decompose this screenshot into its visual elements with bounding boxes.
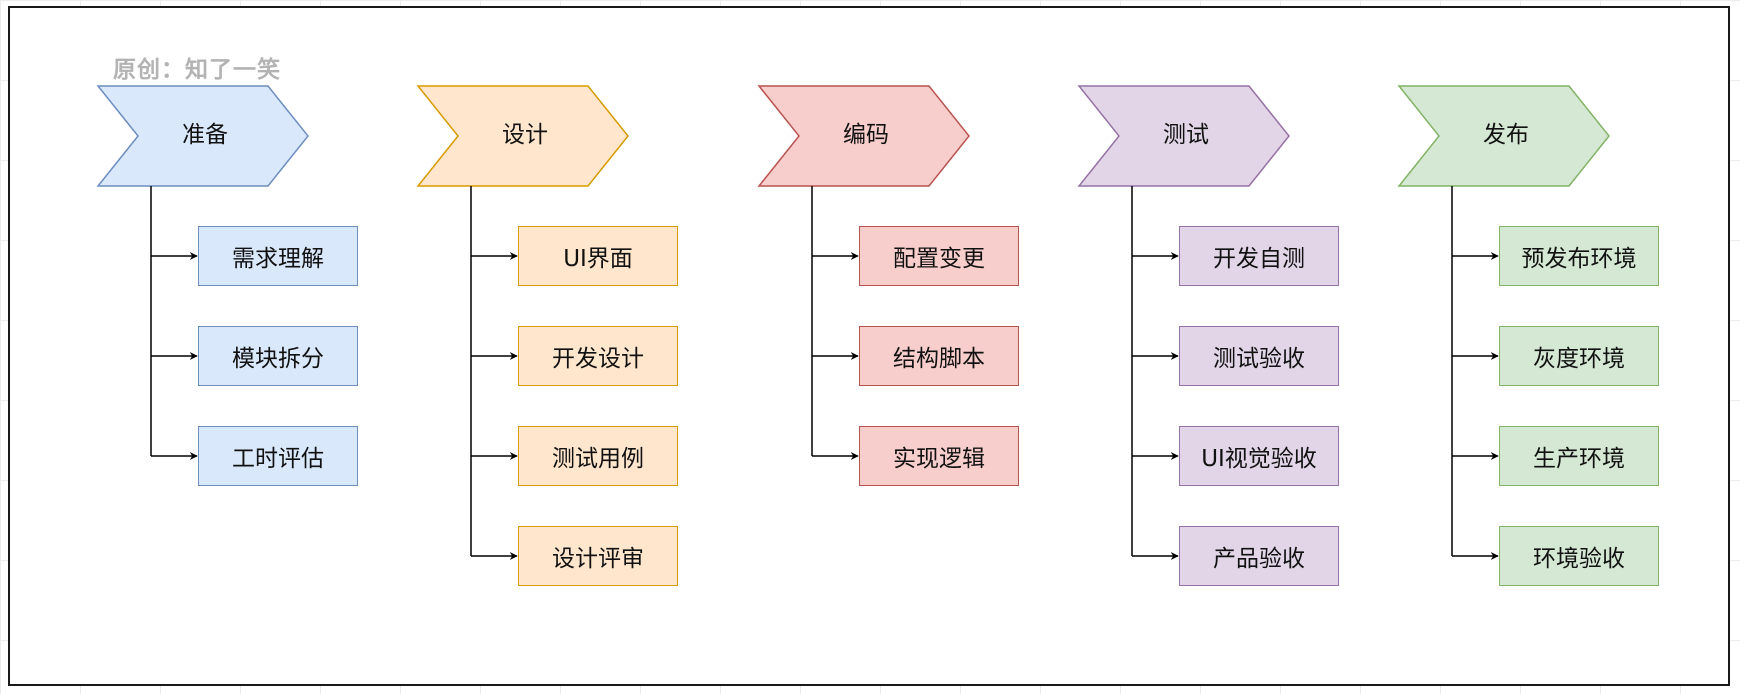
stage-label: 发布 [1483, 122, 1529, 148]
task-box: 设计评审 [518, 526, 678, 586]
task-box: 实现逻辑 [859, 426, 1019, 486]
stage-label: 编码 [843, 122, 889, 148]
task-box: 生产环境 [1499, 426, 1659, 486]
task-box: 测试用例 [518, 426, 678, 486]
credit-label: 原创：知了一笑 [113, 57, 281, 83]
task-box: 开发自测 [1179, 226, 1339, 286]
stage-chevron-0 [96, 85, 309, 187]
task-box: 灰度环境 [1499, 326, 1659, 386]
task-box: 测试验收 [1179, 326, 1339, 386]
task-box: 环境验收 [1499, 526, 1659, 586]
task-box: 配置变更 [859, 226, 1019, 286]
task-box: 模块拆分 [198, 326, 358, 386]
task-box: 结构脚本 [859, 326, 1019, 386]
task-box: UI界面 [518, 226, 678, 286]
task-box: 需求理解 [198, 226, 358, 286]
stage-label: 准备 [182, 122, 228, 148]
stage-chevron-4 [1397, 85, 1610, 187]
stage-label: 设计 [502, 122, 548, 148]
stage-chevron-3 [1077, 85, 1290, 187]
stage-chevron-2 [757, 85, 970, 187]
task-box: 预发布环境 [1499, 226, 1659, 286]
stage-chevron-1 [416, 85, 629, 187]
task-box: 开发设计 [518, 326, 678, 386]
stage-label: 测试 [1163, 122, 1209, 148]
task-box: 产品验收 [1179, 526, 1339, 586]
task-box: 工时评估 [198, 426, 358, 486]
task-box: UI视觉验收 [1179, 426, 1339, 486]
